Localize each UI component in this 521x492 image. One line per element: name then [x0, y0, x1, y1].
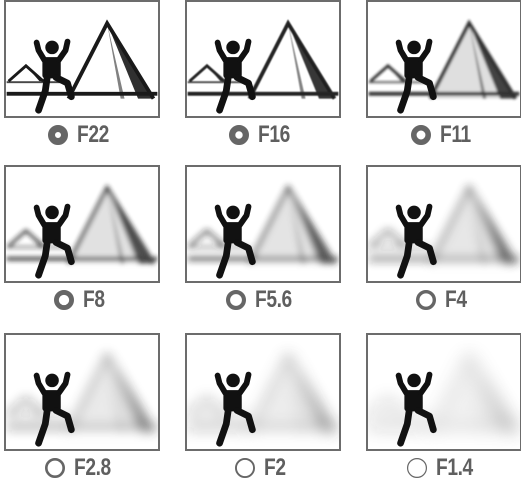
f-stop-label: F2: [264, 454, 286, 482]
photo-frame: [185, 0, 341, 118]
f-stop-label: F8: [83, 286, 105, 314]
aperture-cell-f8: F8: [4, 165, 160, 325]
aperture-cell-f4: F4: [366, 165, 521, 325]
aperture-icon: [47, 124, 69, 146]
aperture-icon: [410, 124, 432, 146]
scene-svg: [6, 2, 158, 116]
aperture-label-row: F2.8: [4, 454, 160, 482]
climber-icon: [37, 374, 72, 444]
aperture-label-row: F22: [4, 121, 160, 149]
photo-frame: [185, 165, 341, 283]
f-stop-label: F1.4: [436, 454, 473, 482]
pyramid-icon: [188, 23, 339, 98]
scene-svg: [368, 335, 520, 449]
aperture-icon: [225, 289, 247, 311]
scene-svg: [187, 167, 339, 281]
aperture-label-row: F16: [185, 121, 341, 149]
f-stop-label: F16: [258, 121, 290, 149]
pyramid-icon: [188, 188, 339, 263]
pyramid-icon: [369, 188, 520, 263]
f-stop-label: F4: [445, 286, 467, 314]
f-stop-label: F2.8: [74, 454, 111, 482]
climber-icon: [399, 41, 434, 111]
aperture-cell-f2: F2: [185, 333, 341, 492]
aperture-icon: [406, 457, 428, 479]
climber-icon: [37, 206, 72, 276]
climber-icon: [399, 206, 434, 276]
aperture-label-row: F2: [185, 454, 341, 482]
scene-svg: [187, 2, 339, 116]
aperture-label-row: F1.4: [366, 454, 521, 482]
aperture-icon: [234, 457, 256, 479]
pyramid-icon: [7, 356, 158, 431]
pyramid-icon: [369, 23, 520, 98]
f-stop-label: F5.6: [255, 286, 292, 314]
aperture-cell-f11: F11: [366, 0, 521, 160]
aperture-icon: [415, 289, 437, 311]
scene-svg: [6, 335, 158, 449]
scene-svg: [6, 167, 158, 281]
climber-icon: [218, 206, 253, 276]
climber-icon: [218, 41, 253, 111]
climber-icon: [37, 41, 72, 111]
f-stop-label: F22: [77, 121, 109, 149]
aperture-icon: [228, 124, 250, 146]
aperture-label-row: F8: [4, 286, 160, 314]
photo-frame: [4, 0, 160, 118]
scene-svg: [187, 335, 339, 449]
aperture-cell-f1-4: F1.4: [366, 333, 521, 492]
aperture-cell-f5-6: F5.6: [185, 165, 341, 325]
scene-svg: [368, 167, 520, 281]
climber-icon: [218, 374, 253, 444]
aperture-label-row: F5.6: [185, 286, 341, 314]
aperture-cell-f22: F22: [4, 0, 160, 160]
pyramid-icon: [188, 356, 339, 431]
aperture-cell-f2-8: F2.8: [4, 333, 160, 492]
aperture-label-row: F11: [366, 121, 521, 149]
photo-frame: [4, 333, 160, 451]
photo-frame: [366, 333, 521, 451]
pyramid-icon: [7, 188, 158, 263]
photo-frame: [4, 165, 160, 283]
photo-frame: [366, 0, 521, 118]
pyramid-icon: [369, 356, 520, 431]
scene-svg: [368, 2, 520, 116]
photo-frame: [185, 333, 341, 451]
pyramid-icon: [7, 23, 158, 98]
aperture-icon: [44, 457, 66, 479]
aperture-cell-f16: F16: [185, 0, 341, 160]
climber-icon: [399, 374, 434, 444]
aperture-label-row: F4: [366, 286, 521, 314]
f-stop-label: F11: [440, 121, 471, 149]
photo-frame: [366, 165, 521, 283]
aperture-icon: [53, 289, 75, 311]
